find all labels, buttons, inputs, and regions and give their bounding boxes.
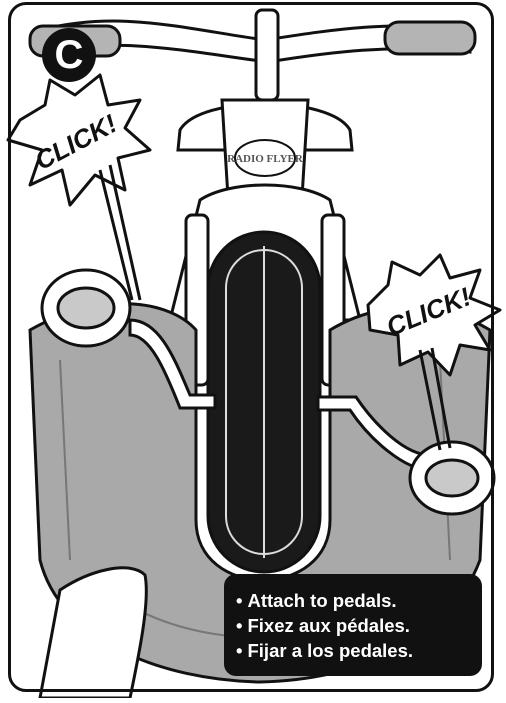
left-pedal [42, 270, 130, 346]
right-pedal [410, 442, 494, 514]
bullet-icon: • [236, 615, 242, 636]
step-badge: C [42, 28, 96, 82]
instruction-text-fr: Fixez aux pédales. [247, 615, 409, 636]
instruction-text-en: Attach to pedals. [247, 590, 396, 611]
left-click-burst [8, 75, 150, 300]
instructions-box: •Attach to pedals. •Fixez aux pédales. •… [224, 574, 482, 676]
bullet-icon: • [236, 590, 242, 611]
svg-text:RADIO FLYER: RADIO FLYER [227, 153, 304, 165]
front-tire [208, 232, 320, 572]
instruction-line-en: •Attach to pedals. [236, 588, 476, 613]
instruction-line-es: •Fijar a los pedales. [236, 638, 476, 663]
bullet-icon: • [236, 640, 242, 661]
instruction-line-fr: •Fixez aux pédales. [236, 613, 476, 638]
right-grip [385, 22, 475, 54]
instruction-text-es: Fijar a los pedales. [247, 640, 413, 661]
